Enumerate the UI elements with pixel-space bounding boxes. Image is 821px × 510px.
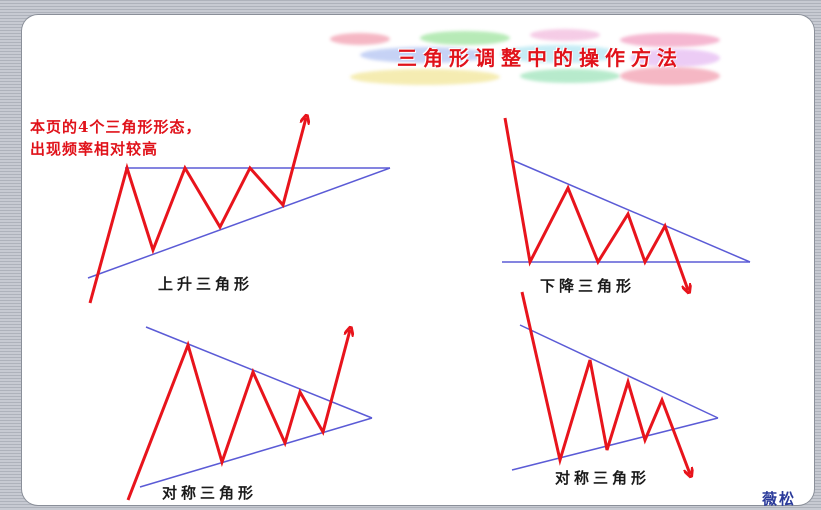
- symmetric-up-lower-line: [140, 418, 372, 487]
- symmetric-up-label: 对称三角形: [162, 482, 257, 503]
- author-signature: 薇松: [762, 488, 796, 509]
- descending-resistance-line: [512, 160, 750, 262]
- symmetric-down-upper-line: [520, 325, 718, 418]
- symmetric-down-price-path: [522, 292, 690, 474]
- descending-price-path: [505, 118, 688, 290]
- ascending-triangle-label: 上升三角形: [158, 273, 253, 294]
- symmetric-down-label: 对称三角形: [555, 467, 650, 488]
- descending-triangle-label: 下降三角形: [540, 275, 635, 296]
- symmetric-triangle-down: [512, 292, 718, 474]
- symmetric-up-price-path: [128, 330, 350, 500]
- descending-triangle: [502, 118, 750, 290]
- symmetric-triangle-up: [128, 327, 372, 500]
